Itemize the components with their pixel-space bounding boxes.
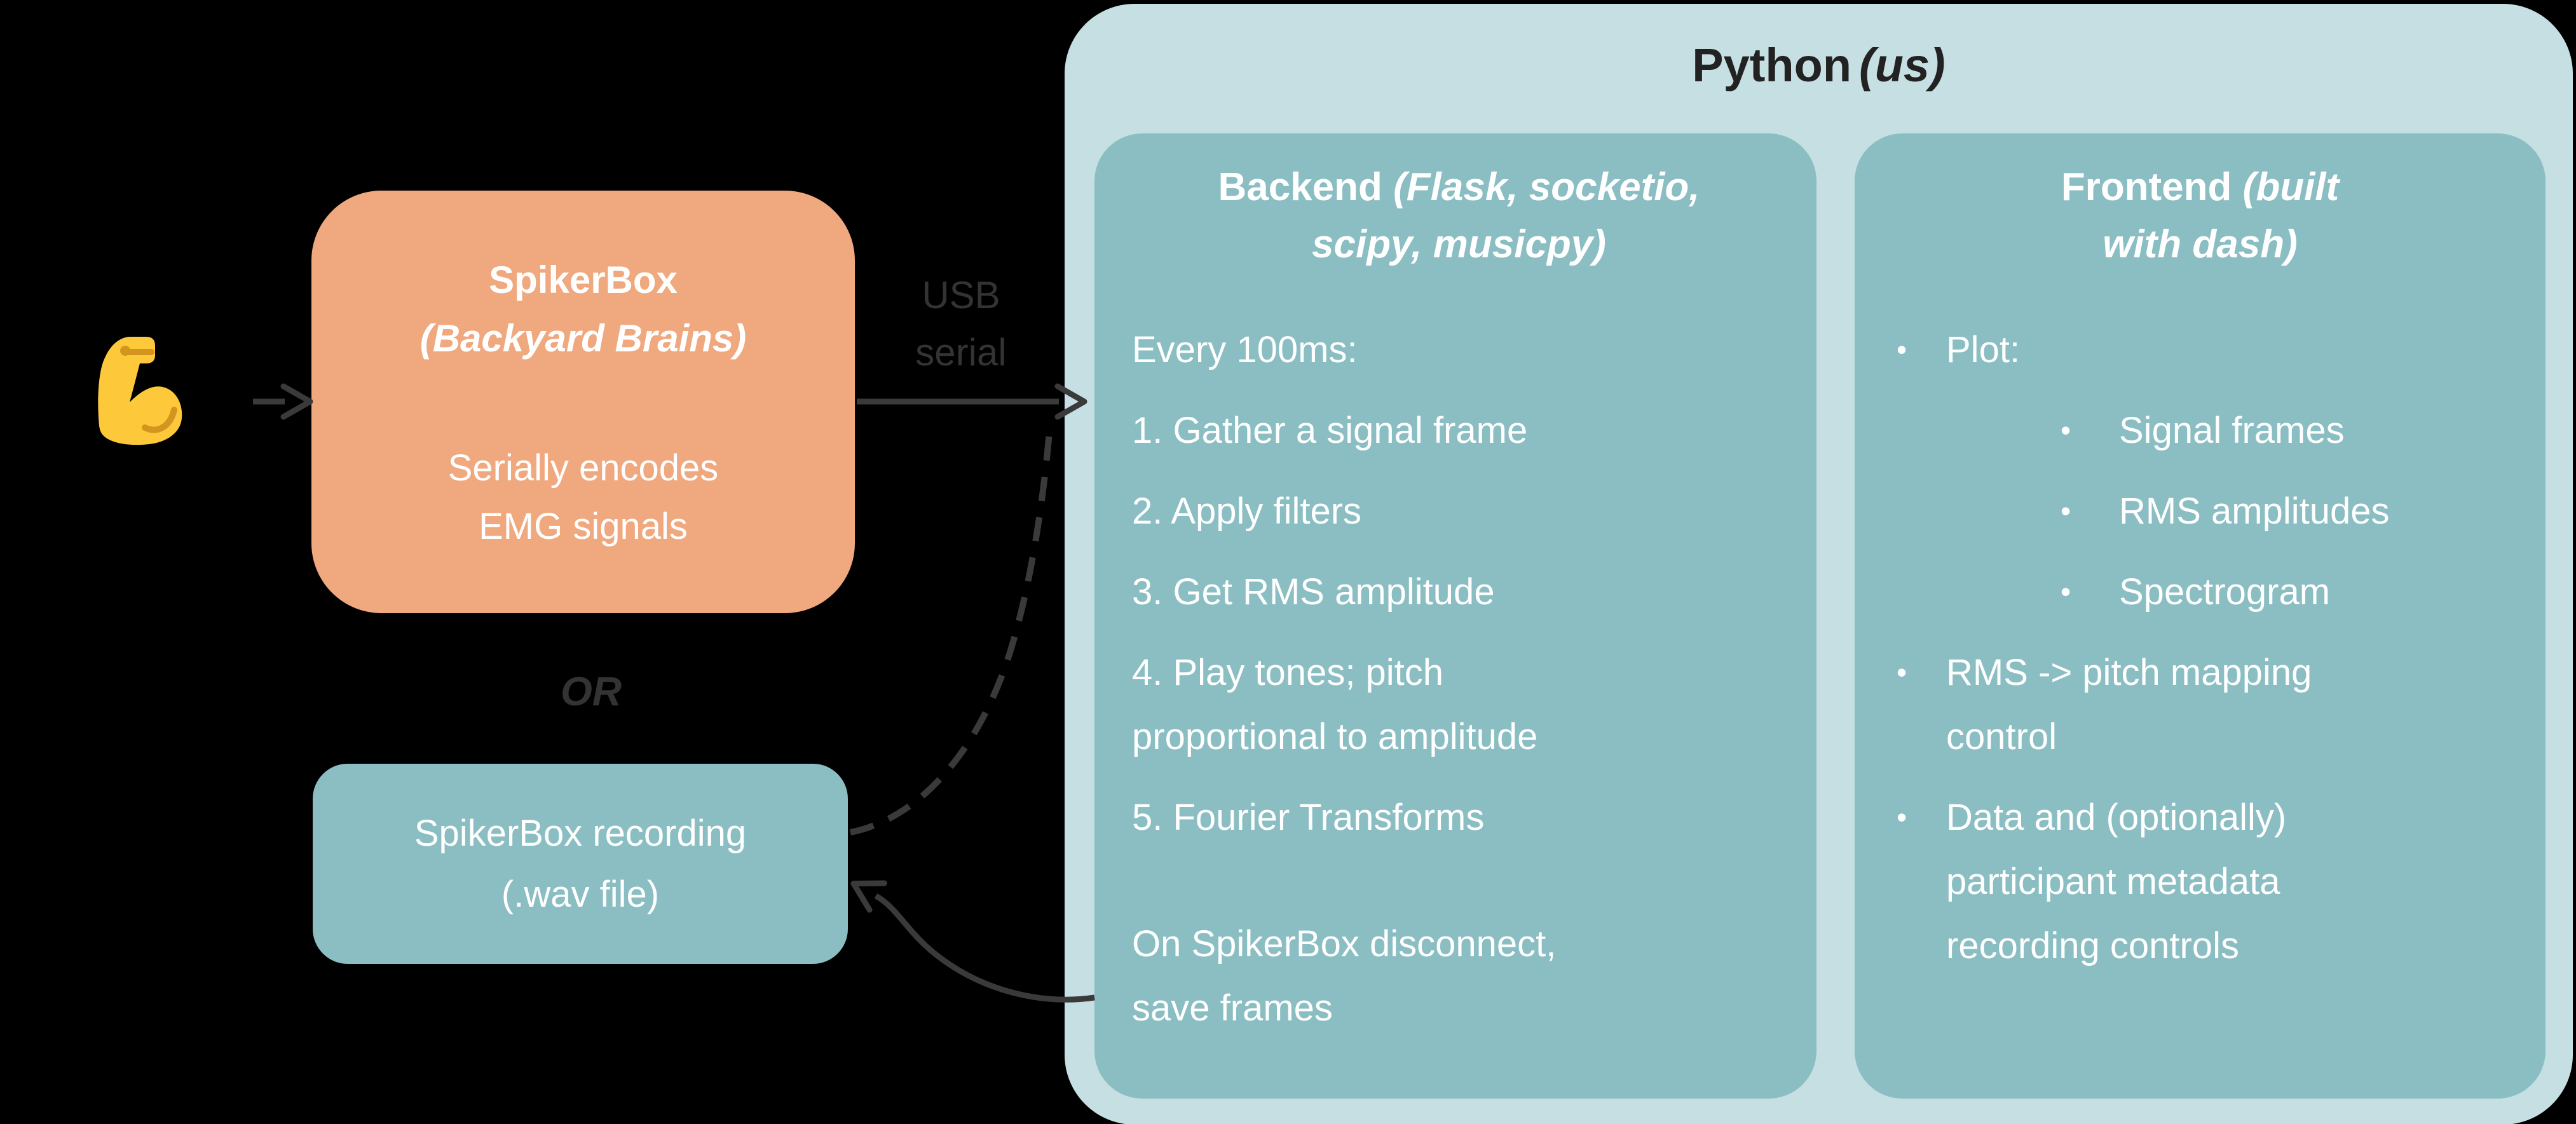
spikerbox-subtitle: (Backyard Brains): [419, 317, 747, 360]
python-title: Python(us): [1692, 39, 1946, 91]
backend-step-1: 1. Gather a signal frame: [1132, 410, 1528, 451]
frontend-bullet-recording-controls: • Data and (optionally) participant meta…: [1874, 785, 2526, 978]
usb-serial-label: USB serial: [915, 274, 1007, 374]
spikerbox-description: Serially encodes EMG signals: [447, 447, 719, 547]
backend-step-2: 2. Apply filters: [1132, 491, 1362, 532]
recording-node: SpikerBox recording (.wav file): [313, 764, 848, 964]
python-container: Python(us) Backend (Flask, socketio, sci…: [1065, 4, 2573, 1124]
flexed-biceps-icon: [98, 337, 182, 445]
recording-line1: SpikerBox recording: [414, 813, 747, 854]
frontend-bullet-pitch-mapping: • RMS -> pitch mapping control: [1874, 640, 2526, 769]
python-to-recording-save-arrow: [850, 880, 1095, 1003]
spikerbox-title: SpikerBox: [489, 259, 678, 301]
backend-step-4: 4. Play tones; pitch proportional to amp…: [1132, 652, 1538, 757]
frontend-bullet-plot: • Plot:: [1874, 318, 2526, 382]
backend-footer: On SpikerBox disconnect, save frames: [1132, 923, 1557, 1029]
backend-node: Backend (Flask, socketio, scipy, musicpy…: [1094, 133, 1816, 1099]
bullet-icon: •: [2061, 575, 2071, 608]
frontend-bullet-spectrogram: • Spectrogram: [1874, 560, 2526, 624]
recording-line2: (.wav file): [501, 874, 660, 915]
bullet-icon: •: [2061, 494, 2071, 527]
bullet-icon: •: [2061, 414, 2071, 447]
frontend-bullet-rms-amplitudes: • RMS amplitudes: [1874, 479, 2526, 543]
frontend-bullet-signal-frames: • Signal frames: [1874, 398, 2526, 463]
or-label: OR: [561, 668, 622, 714]
backend-step-3: 3. Get RMS amplitude: [1132, 571, 1495, 613]
spikerbox-node: SpikerBox (Backyard Brains) Serially enc…: [311, 191, 855, 613]
bullet-icon: •: [1897, 801, 1907, 834]
backend-step-5: 5. Fourier Transforms: [1132, 797, 1485, 838]
frontend-title: Frontend (built with dash): [2061, 165, 2340, 266]
recording-to-python-dashed-arrow: [850, 425, 1053, 836]
backend-steps: Every 100ms: 1. Gather a signal frame 2.…: [1132, 318, 1786, 850]
frontend-bullets: • Plot: • Signal frames • RMS amplitudes…: [1874, 318, 2526, 978]
backend-intro: Every 100ms:: [1132, 329, 1358, 370]
bullet-icon: •: [1897, 333, 1907, 366]
bullet-icon: •: [1897, 656, 1907, 689]
backend-title: Backend (Flask, socketio, scipy, musicpy…: [1218, 165, 1700, 266]
frontend-node: Frontend (built with dash) • Plot: • Sig…: [1855, 133, 2545, 1099]
